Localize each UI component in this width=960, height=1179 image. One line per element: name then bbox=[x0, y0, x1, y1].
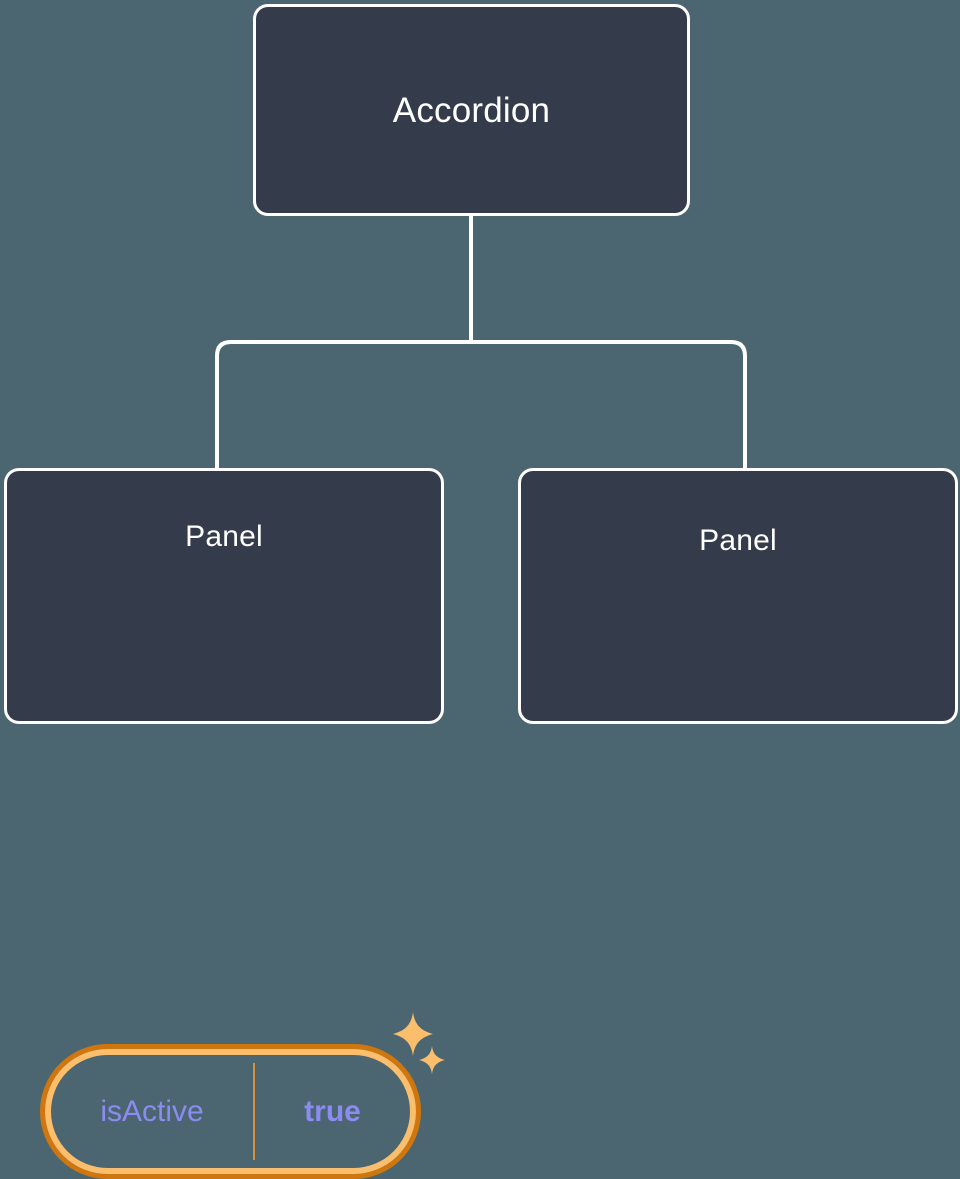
sparkle-small-icon bbox=[419, 1046, 445, 1074]
prop-pill-active[interactable]: isActive true bbox=[40, 1044, 421, 1179]
edge-branch-bus bbox=[215, 340, 747, 472]
prop-pill-active-inner: isActive true bbox=[45, 1049, 416, 1174]
component-tree-diagram: Accordion Panel isActive true Panel isAc… bbox=[4, 4, 958, 1179]
node-panel-inactive-label: Panel bbox=[699, 524, 777, 557]
node-panel-active[interactable]: Panel isActive true bbox=[4, 468, 445, 1179]
edge-connectors bbox=[215, 214, 747, 472]
node-panel-inactive[interactable]: Panel isActive false bbox=[518, 468, 958, 724]
prop-key-isactive: isActive bbox=[51, 1063, 255, 1160]
node-accordion-label: Accordion bbox=[392, 90, 551, 130]
prop-pill-active-ring: isActive true bbox=[40, 1044, 421, 1179]
node-panel-active-label: Panel bbox=[185, 520, 263, 553]
node-accordion[interactable]: Accordion bbox=[253, 4, 690, 216]
prop-value-true: true bbox=[304, 1094, 361, 1128]
